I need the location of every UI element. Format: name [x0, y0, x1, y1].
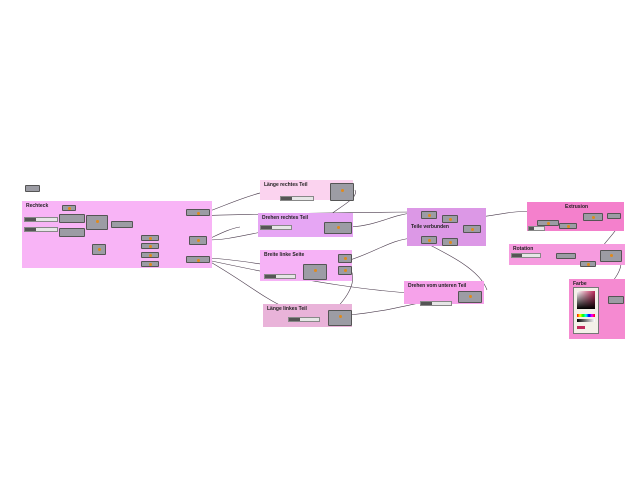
component-node[interactable] — [92, 244, 106, 255]
number-slider[interactable] — [264, 274, 296, 279]
group-label: Breite linke Seite — [264, 252, 305, 258]
component-node[interactable] — [583, 213, 603, 221]
component-node[interactable] — [141, 235, 159, 241]
component-node[interactable] — [59, 228, 85, 237]
component-node[interactable] — [189, 236, 207, 245]
component-node[interactable] — [458, 291, 482, 303]
component-node[interactable] — [580, 261, 596, 267]
group-label: Rechteck — [26, 203, 49, 209]
number-slider[interactable] — [528, 226, 545, 231]
component-node[interactable] — [141, 252, 159, 258]
component-node[interactable] — [303, 264, 327, 280]
component-node[interactable] — [600, 250, 622, 262]
component-node[interactable] — [186, 209, 210, 216]
wire — [349, 212, 414, 228]
component-node[interactable] — [463, 225, 481, 233]
group-label: Teile verbunden — [411, 224, 449, 230]
component-node[interactable] — [338, 254, 352, 263]
number-slider[interactable] — [511, 253, 541, 258]
lightness-bar[interactable] — [577, 319, 595, 322]
component-node[interactable] — [86, 215, 108, 230]
group-label: Drehen rechtes Teil — [262, 215, 309, 221]
component-node[interactable] — [186, 256, 210, 263]
component-node[interactable] — [421, 236, 437, 244]
group-label: Drehen vom unteren Teil — [408, 283, 467, 289]
component-node[interactable] — [338, 266, 352, 275]
number-slider[interactable] — [288, 317, 320, 322]
number-slider[interactable] — [280, 196, 314, 201]
group-label: Länge rechtes Teil — [264, 182, 308, 188]
component-node[interactable] — [608, 296, 624, 304]
group-label: Farbe — [573, 281, 587, 287]
color-field[interactable] — [577, 291, 595, 309]
number-slider[interactable] — [24, 227, 58, 232]
wire — [349, 237, 414, 261]
component-node[interactable] — [442, 215, 458, 223]
number-slider[interactable] — [260, 225, 292, 230]
component-node[interactable] — [62, 205, 76, 211]
component-node[interactable] — [607, 213, 621, 219]
component-node[interactable] — [442, 238, 458, 246]
number-slider[interactable] — [420, 301, 452, 306]
component-node[interactable] — [59, 214, 85, 223]
top-left-node[interactable] — [25, 185, 40, 192]
hue-bar[interactable] — [577, 314, 595, 317]
group-label: Länge linkes Teil — [267, 306, 307, 312]
swatch — [577, 326, 585, 329]
component-node[interactable] — [141, 243, 159, 249]
component-node[interactable] — [421, 211, 437, 219]
component-node[interactable] — [559, 223, 577, 229]
component-node[interactable] — [556, 253, 576, 259]
group-label: Rotation — [513, 246, 534, 252]
color-picker[interactable] — [573, 287, 599, 334]
component-node[interactable] — [324, 222, 352, 234]
group-label: Extrusion — [565, 204, 589, 210]
group-rechteck: Rechteck — [22, 201, 212, 268]
component-node[interactable] — [537, 220, 559, 226]
component-node[interactable] — [111, 221, 133, 228]
component-node[interactable] — [141, 261, 159, 267]
component-node[interactable] — [330, 183, 354, 201]
group-laenge-rechtes-teil: Länge rechtes Teil — [260, 180, 353, 200]
component-node[interactable] — [328, 310, 352, 326]
number-slider[interactable] — [24, 217, 58, 222]
